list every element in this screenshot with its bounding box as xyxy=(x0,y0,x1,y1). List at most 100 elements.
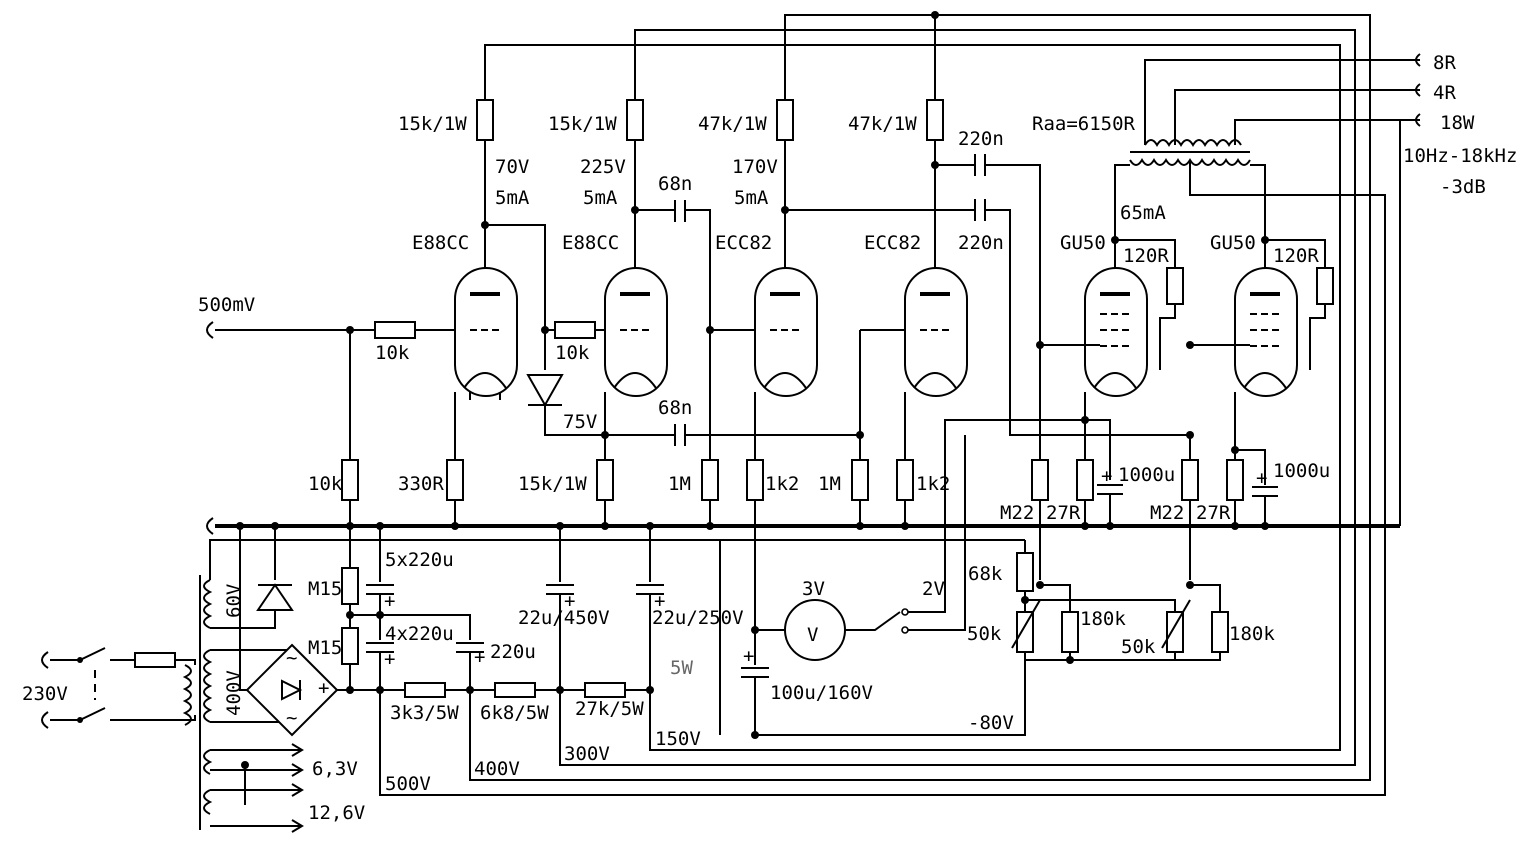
bias-resistor-180k-b xyxy=(1211,611,1229,653)
grid-resistor-3 xyxy=(701,459,719,501)
anode-resistor-4-label: 47k/1W xyxy=(848,113,917,135)
input-resistor xyxy=(374,321,416,339)
anode-current-3: 5mA xyxy=(734,187,769,209)
bandwidth: 10Hz-18kHz xyxy=(1403,145,1517,167)
coupling-cap-3-label: 220n xyxy=(958,128,1004,150)
cathode-resistor-2-label: 15k/1W xyxy=(518,473,587,495)
input-level: 500mV xyxy=(198,294,255,316)
cathode-cap-b-label: 1000u xyxy=(1273,460,1330,482)
polarity-mark: + xyxy=(1101,465,1112,487)
bias-resistor-180k-a-label: 180k xyxy=(1080,608,1126,630)
polarity-mark: + xyxy=(384,648,395,670)
anode-current-1: 5mA xyxy=(495,187,530,209)
tube-5-label: GU50 xyxy=(1060,232,1106,254)
cathode-resistor-6 xyxy=(1226,459,1244,501)
labels: 500mV 230V 10k 10k 10k 330R 15k/1W 15k/1… xyxy=(22,52,1517,824)
rail-300v: 300V xyxy=(564,743,610,765)
dropper-3k3 xyxy=(404,682,446,698)
meter-cap-label: 100u/160V xyxy=(770,682,873,704)
cathode-resistor-4 xyxy=(896,459,914,501)
cathode-resistor-6-label: 27R xyxy=(1196,502,1231,524)
polarity-mark: + xyxy=(564,590,575,612)
output-8r: 8R xyxy=(1433,52,1456,74)
tube-2-body xyxy=(604,267,668,397)
grid-resistor-3-label: 1M xyxy=(668,473,691,495)
winding-12v6: 12,6V xyxy=(308,802,365,824)
cathode-resistor-3-label: 1k2 xyxy=(765,473,799,495)
polarity-mark: + xyxy=(743,645,754,667)
bias-voltage: -80V xyxy=(968,712,1014,734)
anode-resistor-1-label: 15k/1W xyxy=(398,113,467,135)
grid-leak-a-label: M22 xyxy=(1000,502,1034,524)
meter-range: 3V xyxy=(802,578,825,600)
dropper-6k8 xyxy=(494,682,536,698)
cathode-cap-a-label: 1000u xyxy=(1118,464,1175,486)
input-section xyxy=(206,321,470,526)
stage-1 xyxy=(446,45,546,526)
tube-1-label: E88CC xyxy=(412,232,469,254)
coupling-diode xyxy=(526,321,620,436)
ac-mark: ~ xyxy=(286,647,297,669)
stage-3 xyxy=(701,15,1190,660)
tube-3-label: ECC82 xyxy=(715,232,772,254)
anode-voltage-3: 170V xyxy=(732,156,778,178)
bias-resistor-1-label: 10k xyxy=(308,473,343,495)
g2-resistor-b xyxy=(1316,267,1334,305)
anode-resistor-3-label: 47k/1W xyxy=(698,113,767,135)
coupling-cap-1-label: 68n xyxy=(658,173,692,195)
bias-resistor-68k-label: 68k xyxy=(968,563,1003,585)
output-power: 18W xyxy=(1440,112,1475,134)
grid-leak-a xyxy=(1031,459,1049,501)
dropper-27k xyxy=(584,682,626,698)
stage-4 xyxy=(851,11,1041,526)
ac-mark: ~ xyxy=(286,707,297,729)
winding-6v3: 6,3V xyxy=(312,758,358,780)
winding-400v: 400V xyxy=(223,670,245,716)
bias-resistor-180k-a xyxy=(1061,611,1079,653)
anode-voltage-1: 70V xyxy=(495,156,529,178)
winding-60v: 60V xyxy=(223,584,245,618)
stage-2 xyxy=(596,30,860,526)
anode-resistor-4 xyxy=(926,99,944,141)
cathode-voltage-2: 75V xyxy=(563,411,597,433)
filter-cap-250-label: 22u/250V xyxy=(652,607,744,629)
meter-tap: 2V xyxy=(922,578,945,600)
meter-section xyxy=(741,419,1110,739)
filter-cap-b-label: 220u xyxy=(490,641,536,663)
coupling-cap-2-label: 68n xyxy=(658,397,692,419)
cathode-resistor-2 xyxy=(596,459,614,501)
tube-4-label: ECC82 xyxy=(864,232,921,254)
reservoir-cap-label: 5x220u xyxy=(385,549,454,571)
meter-symbol: V xyxy=(807,624,818,646)
polarity-mark: + xyxy=(318,677,329,699)
coupling-cap-4-label: 220n xyxy=(958,232,1004,254)
grid-resistor-2-label: 10k xyxy=(555,342,590,364)
output-current: 65mA xyxy=(1120,202,1166,224)
anode-resistor-2 xyxy=(626,99,644,141)
tube-6-body xyxy=(1234,267,1298,397)
fuse xyxy=(134,652,176,668)
dropper-27k-label: 27k/5W xyxy=(575,698,644,720)
transformer-impedance: Raa=6150R xyxy=(1032,113,1136,135)
bias-resistor-180k-b-label: 180k xyxy=(1229,623,1275,645)
grid-resistor-2 xyxy=(554,321,596,339)
filter-cap-450-label: 22u/450V xyxy=(518,607,610,629)
output-4r: 4R xyxy=(1433,82,1456,104)
polarity-mark: + xyxy=(1256,467,1267,489)
anode-resistor-2-label: 15k/1W xyxy=(548,113,617,135)
cathode-resistor-1-label: 330R xyxy=(398,473,444,495)
bleeder-resistor-a xyxy=(341,567,359,605)
power-note: 5W xyxy=(670,657,693,679)
bias-resistor-1 xyxy=(341,459,359,501)
cathode-resistor-1 xyxy=(446,459,464,501)
tube-3-body xyxy=(754,267,818,397)
polarity-mark: + xyxy=(474,646,485,668)
g2-resistor-b-label: 120R xyxy=(1273,245,1319,267)
g2-resistor-a xyxy=(1166,267,1184,305)
bias-pot-a-label: 50k xyxy=(967,623,1002,645)
bias-pot-b-label: 50k xyxy=(1121,636,1156,658)
bleeder-b-label: M15 xyxy=(308,637,342,659)
anode-voltage-2: 225V xyxy=(580,156,626,178)
cathode-resistor-5-label: 27R xyxy=(1046,502,1081,524)
dropper-3k3-label: 3k3/5W xyxy=(390,702,459,724)
